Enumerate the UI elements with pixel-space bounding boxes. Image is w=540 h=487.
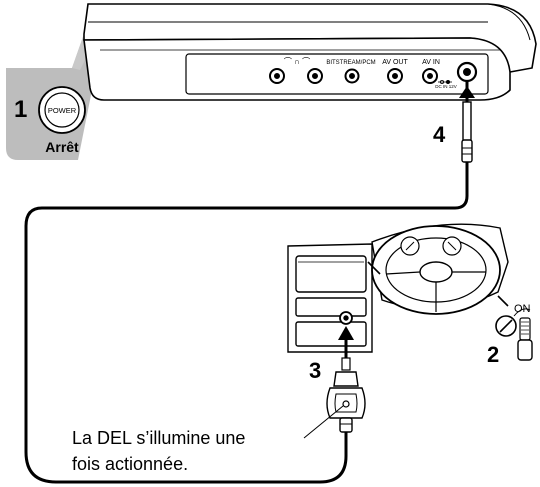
led-indicator [342,400,350,408]
dc-in-label: DC IN 12V [435,84,457,89]
polarity-icon [438,80,452,85]
led-note-line-2: fois actionnée. [72,454,188,474]
car-dashboard [287,223,509,353]
power-cable [24,162,469,484]
dc-plug: 4 [433,82,475,163]
power-callout: 1 POWER Arrêt [6,34,100,160]
ignition-switch-icon [495,308,531,337]
step-3-number: 3 [309,358,321,383]
car-adapter: 3 [309,326,366,433]
bitstream-label: BITSTREAM/PCM [326,60,375,66]
headphone-jack-1 [269,68,285,84]
headphone-jack-2 [307,68,323,84]
power-button-label: POWER [48,106,77,115]
jack-labels: ⌒ ∩ ⌒ BITSTREAM/PCM AV OUT AV IN DC IN 1… [284,57,457,89]
av-out-label: AV OUT [382,59,408,66]
ignition: ON 2 [487,303,533,367]
power-off-caption: Arrêt [45,139,79,155]
power-button-icon: POWER [38,86,86,134]
step-2-number: 2 [487,342,499,367]
jacks [269,61,478,85]
car-key-icon [517,317,533,361]
dvd-player [83,3,537,101]
led-note-line-1: La DEL s’illumine une [72,428,245,448]
bitstream-jack [344,68,360,84]
av-out-jack [387,68,403,84]
av-in-jack [422,68,438,84]
headphone-jack-label: ⌒ ∩ ⌒ [284,57,310,66]
led-note: La DEL s’illumine une fois actionnée. [72,405,344,474]
leader-line [303,405,344,439]
step-4-number: 4 [433,122,446,147]
step-1-number: 1 [14,96,27,123]
av-in-label: AV IN [422,59,440,66]
dc-in-jack [456,61,478,83]
